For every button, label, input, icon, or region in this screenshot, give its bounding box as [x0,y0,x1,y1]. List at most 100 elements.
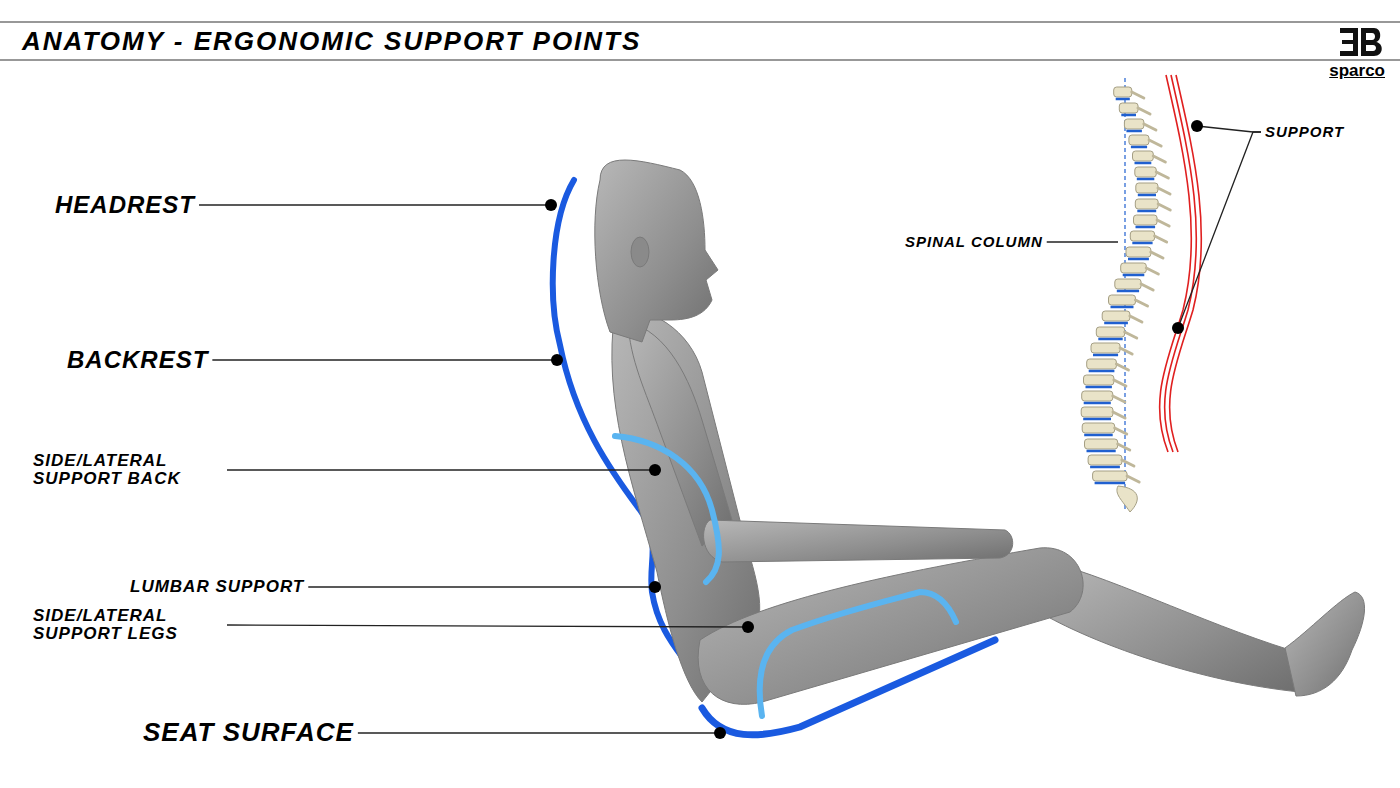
header-rule [0,21,1400,22]
spinal-disc [1095,482,1126,485]
spinal-disc [1084,402,1111,405]
lateral-back-contour [615,436,719,582]
spinal-disc [1116,98,1130,101]
spinal-disc [1090,466,1120,469]
leader-line [1197,126,1261,132]
head [595,160,718,342]
upper-arm [628,322,732,546]
vertebra [1134,215,1158,225]
spinous-process [1153,156,1165,162]
spinal-disc [1138,194,1156,197]
diagram-title: ANATOMY - ERGONOMIC SUPPORT POINTS [22,28,641,55]
spinal-disc [1131,146,1147,149]
spinous-process [1115,428,1127,434]
spinous-process [1158,204,1170,210]
leader-dot [551,354,563,366]
foot [1285,592,1365,696]
spinous-process [1130,316,1142,322]
spinous-process [1149,140,1161,146]
callout-label: BACKREST [67,347,208,372]
vertebra [1130,231,1154,241]
support-curve [1165,75,1197,452]
leader-dot [1172,322,1184,334]
vertebra [1115,279,1141,289]
vertebra [1124,119,1144,129]
vertebra [1119,103,1138,113]
spinous-process [1155,236,1167,242]
spinal-disc [1123,274,1145,277]
spinal-disc [1086,386,1112,389]
spinous-process [1120,348,1132,354]
spinous-process [1122,460,1134,466]
spinous-process [1151,252,1163,258]
callout-label: SPINAL COLUMN [905,234,1043,250]
ear [631,237,649,267]
logo-b [1361,28,1382,56]
vertebra [1136,183,1158,193]
leader-dot [649,464,661,476]
spinous-process [1157,220,1169,226]
spinous-process [1113,396,1125,402]
leader-line [212,359,557,360]
vertebra [1093,471,1128,481]
human-figure [595,160,1365,704]
spinal-disc [1104,322,1128,325]
leader-line [1178,132,1261,328]
spinal-disc [1093,354,1118,357]
spinal-disc [1111,306,1134,309]
spinal-disc [1128,258,1149,261]
spinous-process [1138,108,1150,114]
vertebra [1096,327,1124,337]
spinal-disc [1136,226,1156,229]
spinal-disc [1121,114,1136,117]
vertebra [1135,167,1157,177]
callout-label: SIDE/LATERAL SUPPORT BACK [33,452,223,488]
spinous-process [1136,300,1148,306]
spinal-disc [1087,450,1116,453]
vertebra [1129,135,1149,145]
vertebra [1087,359,1117,369]
spinous-process [1132,92,1144,98]
leader-dot [649,581,661,593]
spinal-disc [1089,370,1115,373]
spinal-disc [1084,434,1113,437]
logo-e [1340,28,1358,56]
vertebra [1121,263,1147,273]
callout-label: SUPPORT [1265,124,1344,140]
spinal-disc [1098,338,1122,341]
spinous-process [1114,380,1126,386]
spinal-disc [1137,210,1156,213]
callout-label: LUMBAR SUPPORT [130,578,304,596]
spinous-process [1118,444,1130,450]
spinous-process [1158,188,1170,194]
header-rule [0,59,1400,60]
leader-dot [714,727,726,739]
callout-label: SEAT SURFACE [143,719,354,746]
vertebra [1085,439,1118,449]
spinal-disc [1137,178,1155,181]
vertebra [1126,247,1151,257]
leader-line [199,204,551,205]
sacrum [1117,486,1137,512]
spinal-disc [1117,290,1139,293]
brand-name: sparco [1329,62,1385,80]
lateral-legs-contour [760,592,956,716]
support-curve [1160,75,1192,452]
callout-label: SIDE/LATERAL SUPPORT LEGS [33,607,223,643]
spinous-process [1146,268,1158,274]
spinous-process [1116,364,1128,370]
vertebra [1091,343,1120,353]
vertebra [1081,407,1113,417]
callout-label: HEADREST [55,192,195,217]
spinal-disc [1135,162,1152,165]
spinous-process [1144,124,1156,130]
leader-dot [545,199,557,211]
leader-line [308,586,655,587]
spinal-disc [1132,242,1152,245]
brand-logo [1340,28,1382,56]
spinal-disc [1126,130,1142,133]
spinous-process [1127,476,1139,482]
spinous-process [1125,332,1137,338]
